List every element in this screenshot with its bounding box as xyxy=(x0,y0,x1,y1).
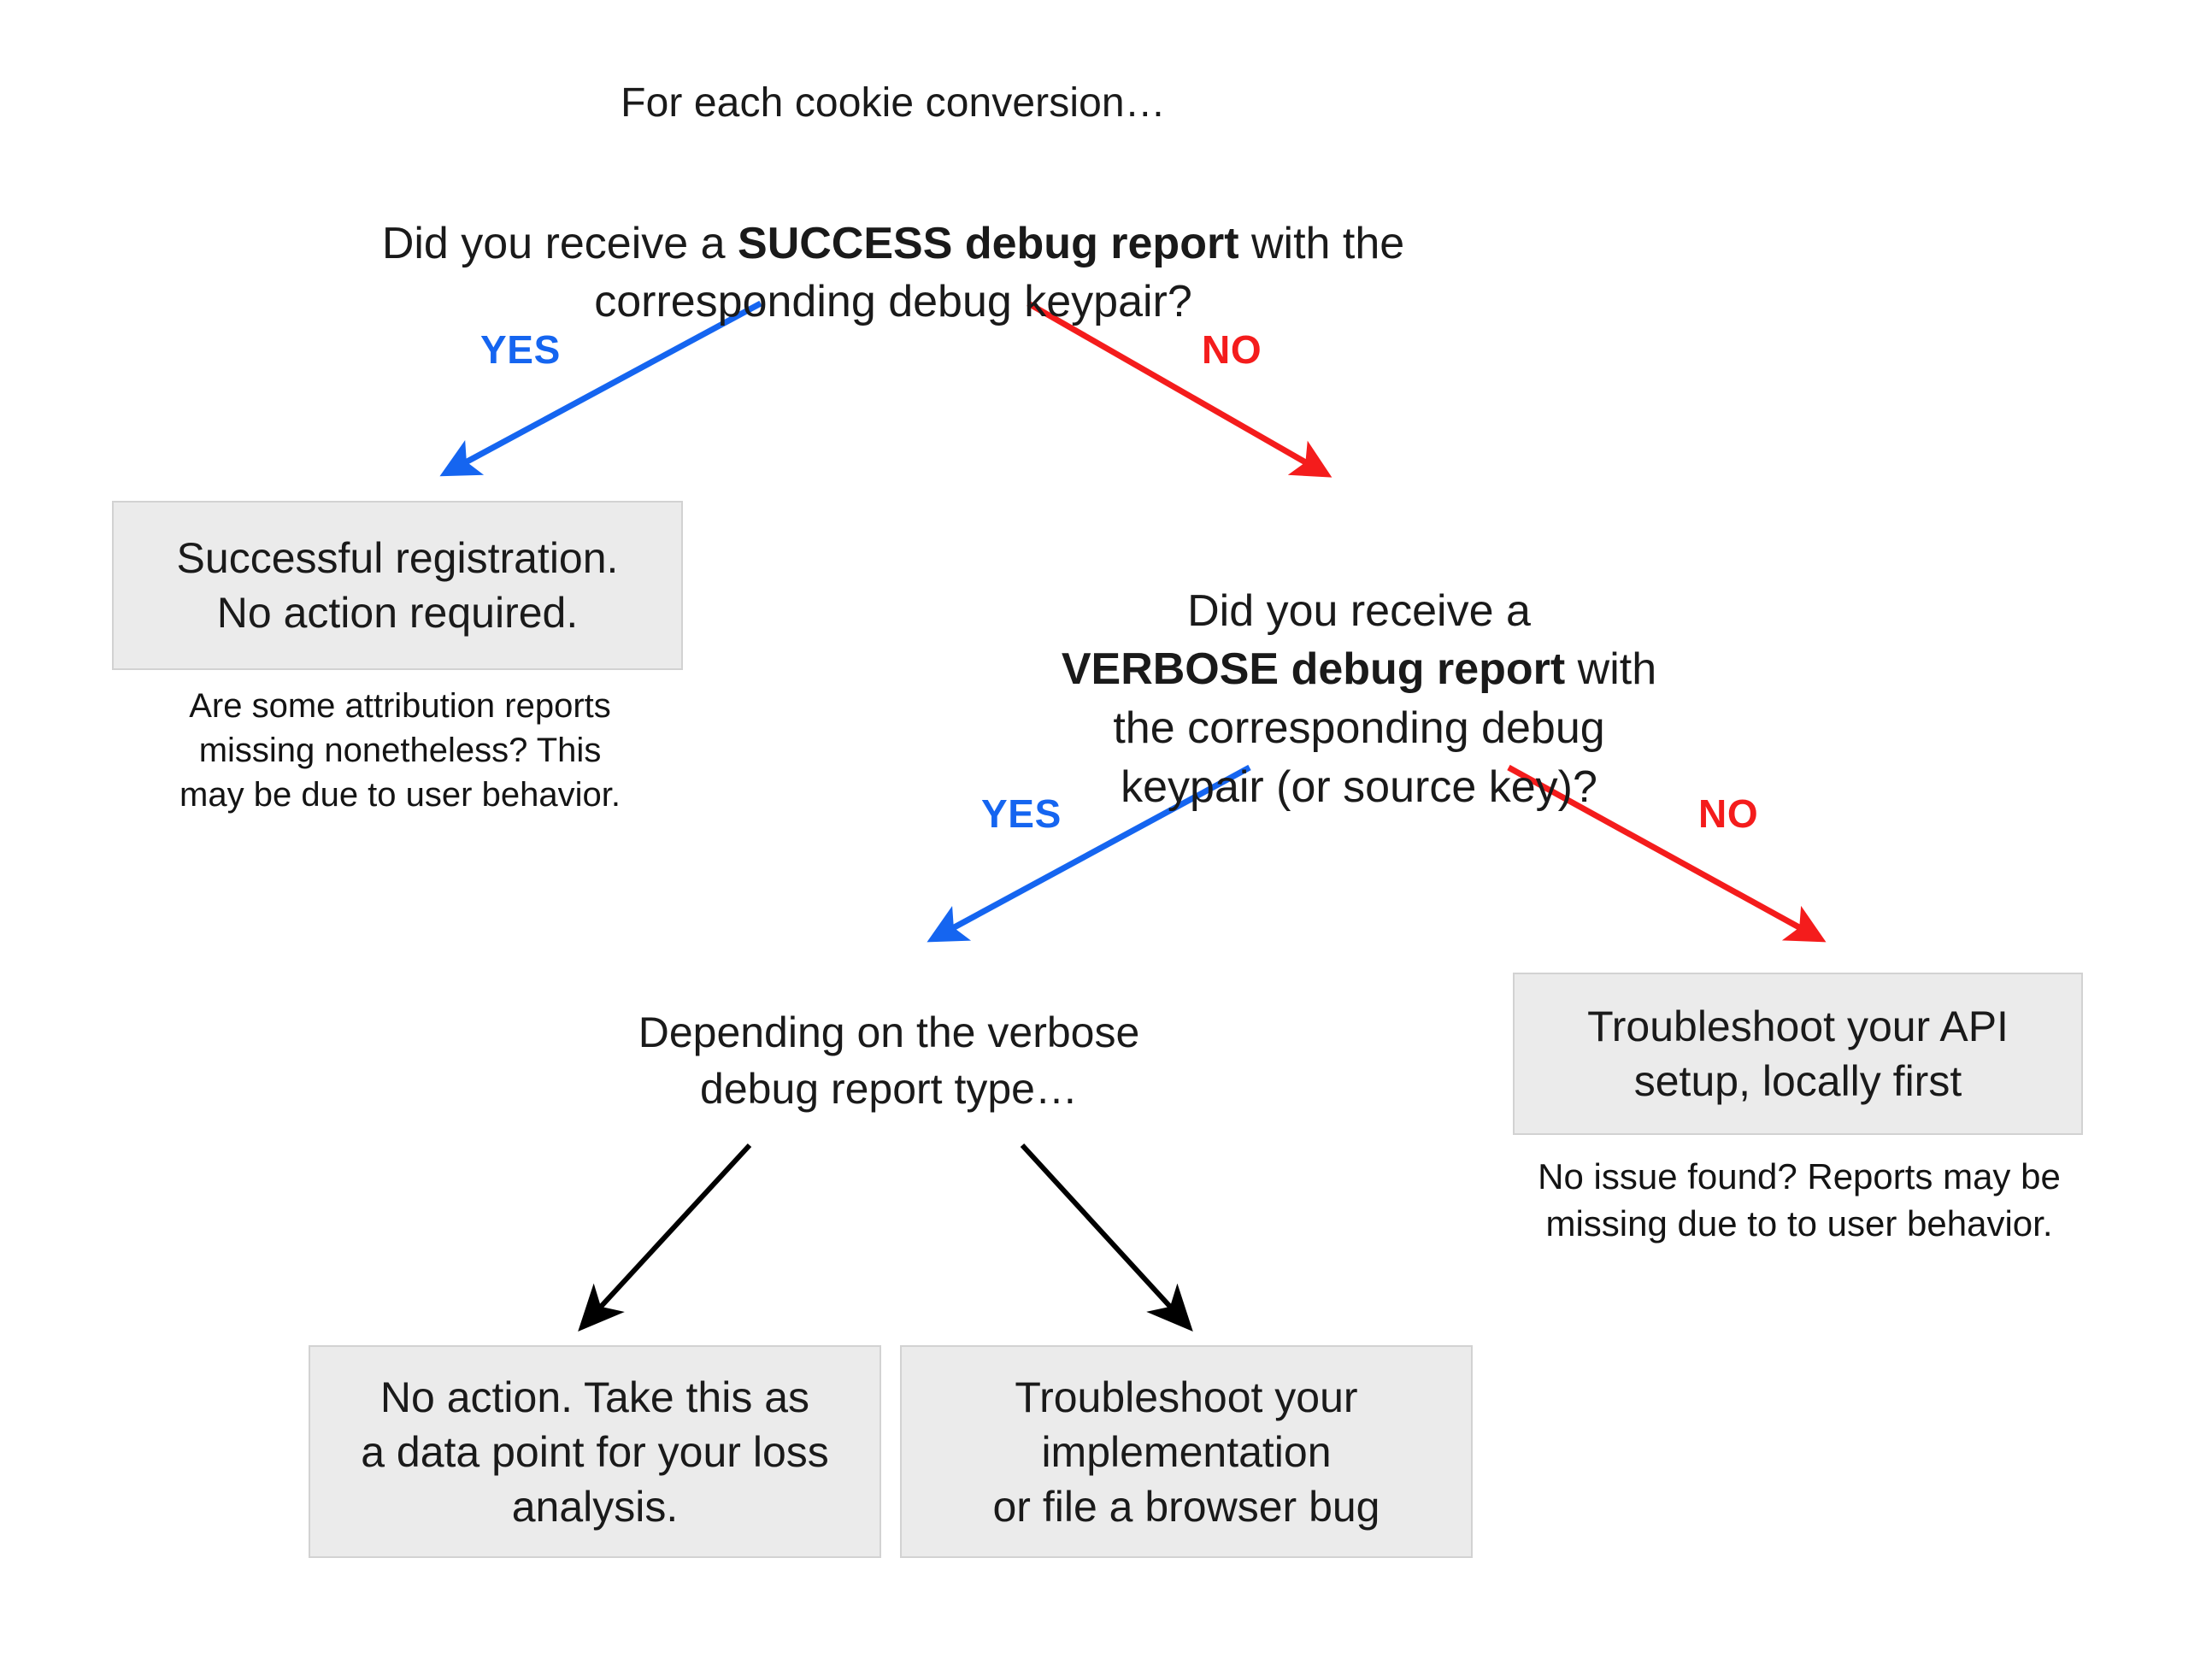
note-no-issue-found: No issue found? Reports may be missing d… xyxy=(1538,1156,2061,1244)
arrow-leaf-right xyxy=(1020,1143,1193,1332)
box-successful-registration: Successful registration. No action requi… xyxy=(112,501,683,670)
question-2-part1: Did you receive a xyxy=(1187,585,1531,636)
question-2-part2: with the corresponding debug keypair (or… xyxy=(1113,644,1657,812)
edge-label-yes-1: YES xyxy=(480,327,561,372)
question-1-strong: SUCCESS debug report xyxy=(738,218,1239,268)
note-attribution-missing: Are some attribution reports missing non… xyxy=(179,687,621,814)
edge-label-yes-2: YES xyxy=(981,791,1062,836)
question-1-part2: with the corresponding debug keypair? xyxy=(594,218,1405,327)
box-no-action-loss-analysis: No action. Take this as a data point for… xyxy=(309,1345,881,1558)
edge-label-no-1: NO xyxy=(1202,327,1262,372)
box-troubleshoot-implementation: Troubleshoot your implementation or file… xyxy=(900,1345,1473,1558)
edge-label-no-2: NO xyxy=(1698,791,1759,836)
question-1-part1: Did you receive a xyxy=(381,218,738,268)
arrow-leaf-left xyxy=(578,1143,752,1332)
node-verbose-split: Depending on the verbose debug report ty… xyxy=(638,1008,1140,1113)
box-troubleshoot-api: Troubleshoot your API setup, locally fir… xyxy=(1513,973,2083,1135)
question-2: Did you receive a VERBOSE debug report w… xyxy=(1009,523,1709,816)
question-2-strong: VERBOSE debug report xyxy=(1061,644,1566,695)
intro-title: For each cookie conversion… xyxy=(621,80,1166,126)
question-1: Did you receive a SUCCESS debug report w… xyxy=(282,156,1504,332)
